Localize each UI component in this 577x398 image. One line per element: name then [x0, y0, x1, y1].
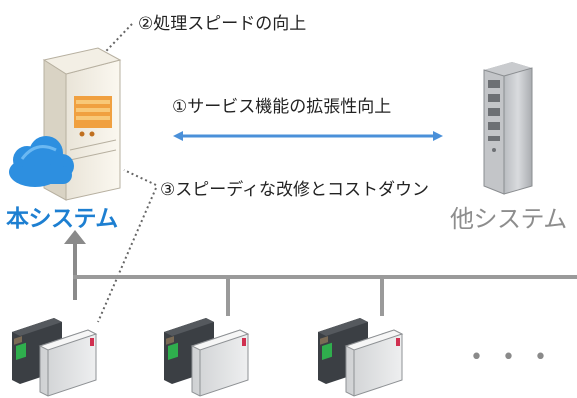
- ticket-gate-icon: [163, 317, 249, 397]
- ticket-gate-icon: [11, 317, 97, 397]
- cost-leader-line-to-gate: [97, 187, 157, 323]
- ticket-gate-icon: [317, 317, 403, 397]
- other-system-label: 他システム: [450, 205, 567, 233]
- more-gates-indicator: • • •: [470, 345, 553, 370]
- cost-leader-line: [123, 169, 157, 186]
- cloud-icon: [9, 136, 74, 187]
- speed-improvement-label: ②処理スピードの向上: [138, 14, 307, 34]
- expansion-improvement-label: ①サービス機能の拡張性向上: [172, 97, 392, 117]
- main-system-label: 本システム: [6, 206, 118, 232]
- server-rack-icon: [483, 62, 533, 195]
- speed-leader-line: [87, 23, 133, 71]
- uplink-arrowhead: [64, 230, 86, 244]
- cost-improvement-label: ③スピーディな改修とコストダウン: [160, 180, 430, 200]
